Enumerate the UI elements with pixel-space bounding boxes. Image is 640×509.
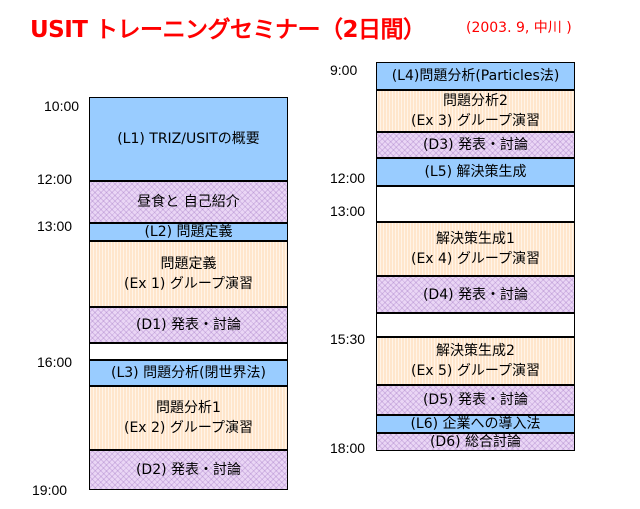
day2-exercise-block: 問題分析2 (Ex 3) グループ演習	[376, 90, 575, 132]
block-line: (D2) 発表・討論	[135, 462, 242, 478]
day1-break-block	[89, 343, 288, 360]
block-line: (D3) 発表・討論	[422, 137, 529, 153]
block-line: (L3) 問題分析(閉世界法)	[110, 365, 266, 381]
day2-time-label: 9:00	[330, 62, 358, 78]
block-line: 昼食と 自己紹介	[137, 194, 240, 210]
day1-discussion-block: (D1) 発表・討論	[89, 307, 288, 343]
block-line: 問題分析2	[443, 93, 508, 109]
day2-discussion-block: (D5) 発表・討論	[376, 385, 575, 415]
day1-time-label: 19:00	[32, 482, 68, 498]
day2-lecture-block: (L6) 企業への導入法	[376, 415, 575, 433]
day1-lunch-block: 昼食と 自己紹介	[89, 181, 288, 223]
day2-break-block	[376, 313, 575, 337]
day2-lecture-block: (L4)問題分析(Particles法)	[376, 62, 575, 90]
block-line: (L6) 企業への導入法	[410, 416, 541, 432]
block-line: 解決策生成2	[436, 343, 515, 359]
day2-lecture-block: (L5) 解決策生成	[376, 158, 575, 186]
block-line: (L4)問題分析(Particles法)	[391, 68, 560, 84]
block-line: (Ex 1) グループ演習	[123, 276, 254, 292]
block-line: (Ex 2) グループ演習	[123, 420, 254, 436]
block-line: (D4) 発表・討論	[422, 286, 529, 303]
day2-discussion-block: (D3) 発表・討論	[376, 132, 575, 158]
day1-discussion-block: (D2) 発表・討論	[89, 450, 288, 490]
day2-exercise-block: 解決策生成2 (Ex 5) グループ演習	[376, 337, 575, 385]
day1-exercise-block: 問題定義 (Ex 1) グループ演習	[89, 241, 288, 307]
block-line: (Ex 3) グループ演習	[410, 113, 541, 129]
block-line: (D1) 発表・討論	[135, 317, 242, 333]
day2-discussion-block: (D6) 総合討論	[376, 433, 575, 451]
day1-exercise-block: 問題分析1 (Ex 2) グループ演習	[89, 386, 288, 450]
block-line: 問題分析1	[156, 400, 221, 416]
block-line: (Ex 5) グループ演習	[410, 363, 541, 379]
day1-time-label: 13:00	[37, 218, 73, 234]
block-line: (L5) 解決策生成	[424, 164, 527, 180]
day2-time-label: 15:30	[330, 331, 366, 347]
day2-time-label: 18:00	[330, 440, 366, 456]
day1-time-label: 10:00	[44, 98, 80, 114]
block-line: 問題定義	[160, 256, 217, 272]
date-author: (2003. 9, 中川 )	[466, 20, 572, 36]
day1-lecture-block: (L1) TRIZ/USITの概要	[89, 97, 288, 181]
block-line: 解決策生成1	[436, 231, 515, 247]
block-line: (Ex 4) グループ演習	[410, 251, 541, 267]
day2-exercise-block: 解決策生成1 (Ex 4) グループ演習	[376, 222, 575, 276]
day2-time-label: 12:00	[330, 170, 366, 186]
day2-time-label: 13:00	[330, 203, 366, 219]
block-line: (L1) TRIZ/USITの概要	[117, 131, 260, 147]
day2-lunch-break-block	[376, 186, 575, 222]
block-line: (D6) 総合討論	[429, 434, 522, 450]
seminar-title: USIT トレーニングセミナー（2日間）	[30, 17, 426, 43]
day2-discussion-block: (D4) 発表・討論	[376, 276, 575, 313]
block-line: (D5) 発表・討論	[422, 392, 529, 408]
day1-time-label: 12:00	[37, 171, 73, 187]
day1-lecture-block: (L2) 問題定義	[89, 223, 288, 241]
block-line: (L2) 問題定義	[144, 224, 233, 240]
day1-lecture-block: (L3) 問題分析(閉世界法)	[89, 360, 288, 386]
day1-time-label: 16:00	[37, 354, 73, 370]
